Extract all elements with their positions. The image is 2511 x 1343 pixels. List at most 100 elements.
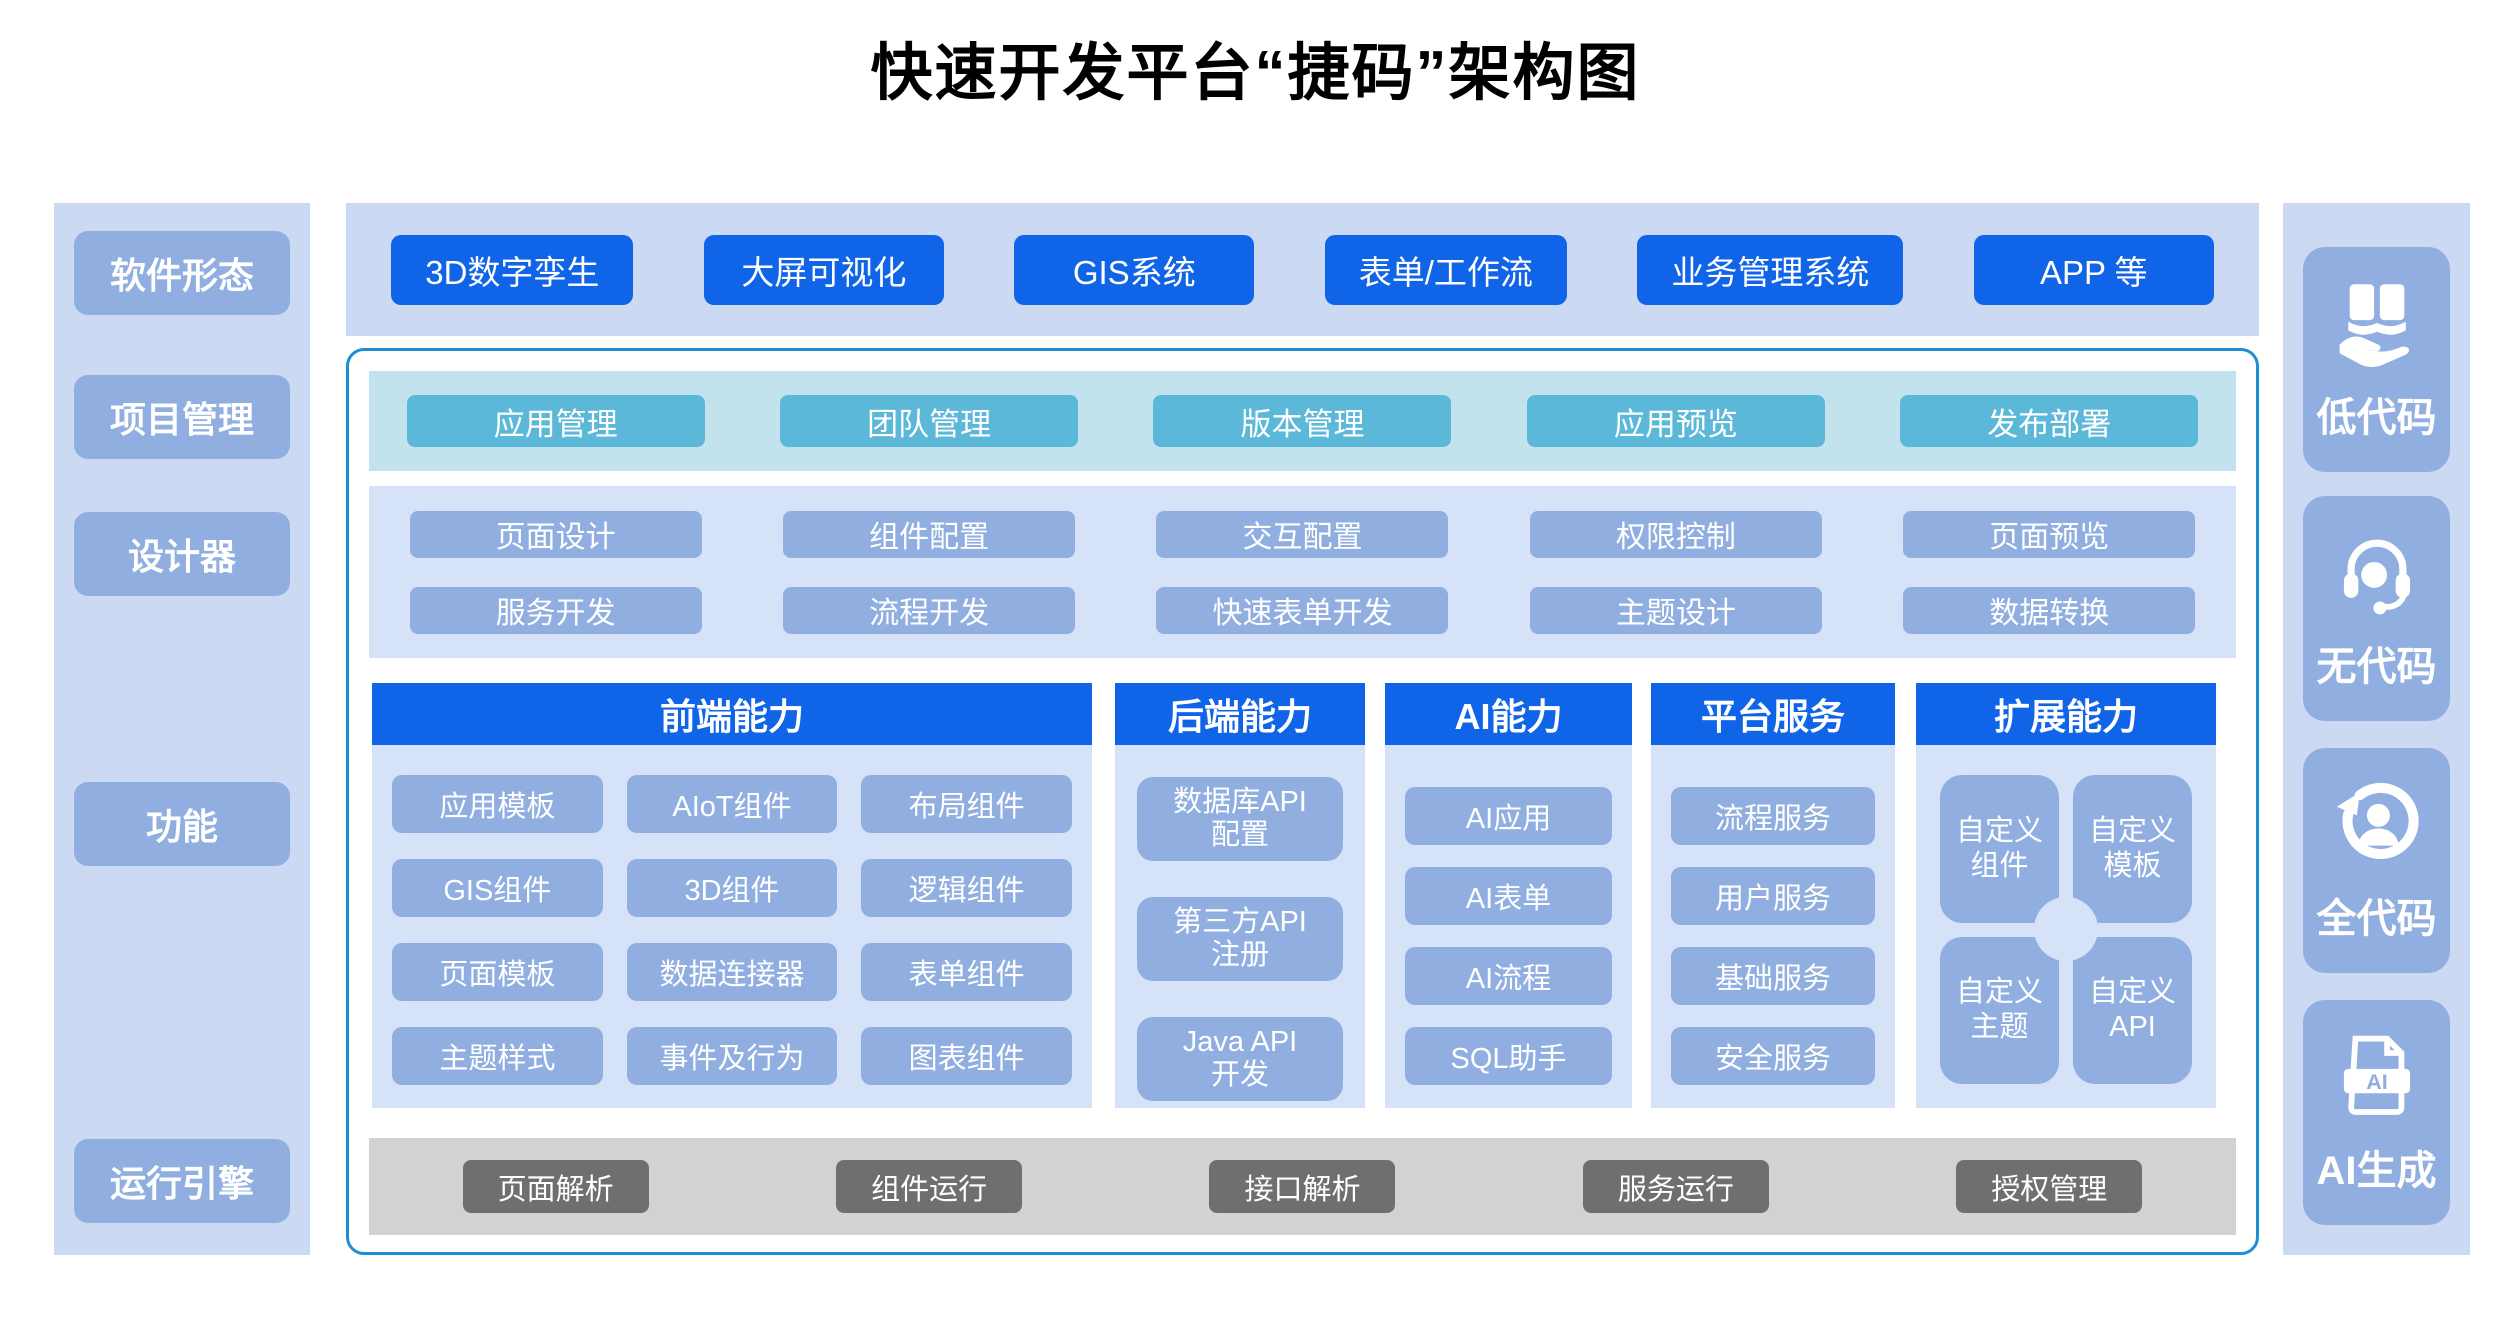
rail-item-runtime-engine: 运行引擎 bbox=[74, 1139, 290, 1223]
node-label-line: 第三方API bbox=[1173, 905, 1307, 938]
platform-stack: 流程服务 用户服务 基础服务 安全服务 bbox=[1651, 745, 1895, 1085]
node-service-development: 服务开发 bbox=[409, 586, 702, 634]
node-events-behaviors: 事件及行为 bbox=[626, 1027, 838, 1085]
column-ai-capability: AI能力 AI应用 AI表单 AI流程 SQL助手 bbox=[1385, 683, 1632, 1108]
rail-tile-label: 全代码 bbox=[2316, 896, 2437, 941]
column-frontend-capability: 前端能力 应用模板 AIoT组件 布局组件 GIS组件 3D组件 逻辑组件 页面… bbox=[372, 683, 1092, 1108]
node-gis-system: GIS系统 bbox=[1014, 234, 1255, 305]
node-component-running: 组件运行 bbox=[836, 1160, 1023, 1213]
node-sql-assistant: SQL助手 bbox=[1405, 1027, 1612, 1085]
node-java-api-development: Java API 开发 bbox=[1137, 1017, 1343, 1101]
node-version-management: 版本管理 bbox=[1153, 395, 1452, 447]
node-custom-api: 自定义 API bbox=[2073, 936, 2192, 1084]
node-theme-design: 主题设计 bbox=[1529, 586, 1822, 634]
platform-services-header: 平台服务 bbox=[1651, 683, 1895, 745]
node-permission-control: 权限控制 bbox=[1529, 510, 1822, 558]
backend-capability-body: 数据库API 配置 第三方API 注册 Java API 开发 bbox=[1115, 745, 1365, 1108]
node-user-service: 用户服务 bbox=[1671, 867, 1875, 925]
node-ai-process: AI流程 bbox=[1405, 947, 1612, 1005]
node-label-line: 自定义 bbox=[2088, 976, 2176, 1009]
node-process-service: 流程服务 bbox=[1671, 787, 1875, 845]
ai-stack: AI应用 AI表单 AI流程 SQL助手 bbox=[1385, 745, 1632, 1085]
rail-tile-ai-generate: AI AI生成 bbox=[2303, 1000, 2450, 1225]
person-refresh-icon bbox=[2336, 782, 2419, 859]
rail-tile-no-code: 无代码 bbox=[2303, 496, 2450, 721]
rail-tile-label: 低代码 bbox=[2316, 395, 2437, 440]
extension-capability-body: 自定义 组件 自定义 模板 自定义 主题 自定义 API bbox=[1916, 745, 2216, 1108]
right-rail: 低代码 无代码 全代码 bbox=[2283, 203, 2470, 1255]
node-aiot-components: AIoT组件 bbox=[626, 775, 838, 833]
page-title: 快速开发平台“捷码”架构图 bbox=[870, 39, 1641, 108]
node-label-line: Java API bbox=[1182, 1025, 1298, 1058]
platform-services-body: 流程服务 用户服务 基础服务 安全服务 bbox=[1651, 745, 1895, 1108]
node-label-line: 配置 bbox=[1210, 819, 1269, 851]
node-app-preview: 应用预览 bbox=[1526, 395, 1825, 447]
column-extension-capability: 扩展能力 自定义 组件 自定义 模板 自定义 主题 bbox=[1916, 683, 2216, 1108]
node-business-management-system: 业务管理系统 bbox=[1637, 234, 1904, 305]
node-label-line: 开发 bbox=[1210, 1059, 1269, 1091]
node-layout-components: 布局组件 bbox=[861, 775, 1072, 833]
node-theme-styles: 主题样式 bbox=[392, 1027, 603, 1085]
ai-file-icon: AI bbox=[2343, 1035, 2410, 1115]
rail-item-project-management: 项目管理 bbox=[74, 375, 290, 459]
node-custom-components: 自定义 组件 bbox=[1940, 775, 2059, 923]
designer-row-1: 页面设计 组件配置 交互配置 权限控制 页面预览 bbox=[369, 510, 2236, 558]
node-logic-components: 逻辑组件 bbox=[861, 859, 1072, 917]
node-team-management: 团队管理 bbox=[780, 395, 1079, 447]
rail-item-functions: 功能 bbox=[74, 782, 290, 866]
platform-container: 应用管理 团队管理 版本管理 应用预览 发布部署 页面设计 组件配置 交互配置 … bbox=[346, 348, 2259, 1255]
book-on-hand-icon bbox=[2339, 283, 2409, 367]
node-chart-components: 图表组件 bbox=[861, 1027, 1072, 1085]
node-app-templates: 应用模板 bbox=[392, 775, 603, 833]
rail-item-software-forms: 软件形态 bbox=[74, 231, 290, 315]
node-component-config: 组件配置 bbox=[783, 510, 1076, 558]
node-label-line: 自定义 bbox=[1955, 814, 2043, 847]
node-page-design: 页面设计 bbox=[409, 510, 702, 558]
frontend-grid: 应用模板 AIoT组件 布局组件 GIS组件 3D组件 逻辑组件 页面模板 数据… bbox=[372, 745, 1092, 1108]
extension-grid: 自定义 组件 自定义 模板 自定义 主题 自定义 API bbox=[1916, 745, 2216, 1108]
node-form-workflow: 表单/工作流 bbox=[1324, 234, 1567, 305]
puzzle-notch bbox=[2034, 897, 2098, 961]
node-form-components: 表单组件 bbox=[861, 943, 1072, 1001]
node-third-party-api-register: 第三方API 注册 bbox=[1137, 897, 1343, 981]
node-label-line: 数据库API bbox=[1173, 785, 1307, 818]
extension-capability-header: 扩展能力 bbox=[1916, 683, 2216, 745]
designer-section: 页面设计 组件配置 交互配置 权限控制 页面预览 服务开发 流程开发 快速表单开… bbox=[369, 486, 2236, 658]
node-app-management: 应用管理 bbox=[406, 395, 705, 447]
backend-stack: 数据库API 配置 第三方API 注册 Java API 开发 bbox=[1115, 745, 1365, 1101]
node-label-line: 组件 bbox=[1970, 849, 2029, 882]
headset-icon bbox=[2343, 539, 2410, 614]
node-3d-digital-twin: 3D数字孪生 bbox=[391, 234, 634, 305]
column-backend-capability: 后端能力 数据库API 配置 第三方API 注册 Java API 开发 bbox=[1115, 683, 1365, 1108]
node-label-line: 自定义 bbox=[1955, 976, 2043, 1009]
software-forms-row: 3D数字孪生 大屏可视化 GIS系统 表单/工作流 业务管理系统 APP 等 bbox=[346, 203, 2259, 336]
node-custom-templates: 自定义 模板 bbox=[2073, 775, 2192, 923]
node-app-etc: APP 等 bbox=[1973, 234, 2214, 305]
left-rail: 软件形态 项目管理 设计器 功能 运行引擎 bbox=[54, 203, 310, 1255]
ai-icon-text: AI bbox=[2366, 1068, 2388, 1093]
ai-capability-header: AI能力 bbox=[1385, 683, 1632, 745]
node-label-line: 模板 bbox=[2103, 849, 2162, 882]
node-security-service: 安全服务 bbox=[1671, 1027, 1875, 1085]
frontend-capability-header: 前端能力 bbox=[372, 683, 1092, 745]
column-platform-services: 平台服务 流程服务 用户服务 基础服务 安全服务 bbox=[1651, 683, 1895, 1108]
node-process-development: 流程开发 bbox=[783, 586, 1076, 634]
node-interaction-config: 交互配置 bbox=[1156, 510, 1449, 558]
node-label-line: 自定义 bbox=[2088, 814, 2176, 847]
node-ai-application: AI应用 bbox=[1405, 787, 1612, 845]
frontend-capability-body: 应用模板 AIoT组件 布局组件 GIS组件 3D组件 逻辑组件 页面模板 数据… bbox=[372, 745, 1092, 1108]
node-data-transform: 数据转换 bbox=[1903, 586, 2196, 634]
node-database-api-config: 数据库API 配置 bbox=[1137, 777, 1343, 861]
rail-item-designer: 设计器 bbox=[74, 512, 290, 596]
runtime-engine-row: 页面解析 组件运行 接口解析 服务运行 授权管理 bbox=[369, 1138, 2236, 1235]
node-3d-components: 3D组件 bbox=[626, 859, 838, 917]
node-authorization-management: 授权管理 bbox=[1956, 1160, 2143, 1213]
node-rapid-form-development: 快速表单开发 bbox=[1156, 586, 1449, 634]
node-gis-components: GIS组件 bbox=[392, 859, 603, 917]
node-label-line: API bbox=[2109, 1011, 2156, 1044]
rail-tile-full-code: 全代码 bbox=[2303, 748, 2450, 973]
node-page-parsing: 页面解析 bbox=[462, 1160, 649, 1213]
node-label-line: 注册 bbox=[1210, 939, 1269, 971]
node-label-line: 主题 bbox=[1970, 1011, 2029, 1044]
